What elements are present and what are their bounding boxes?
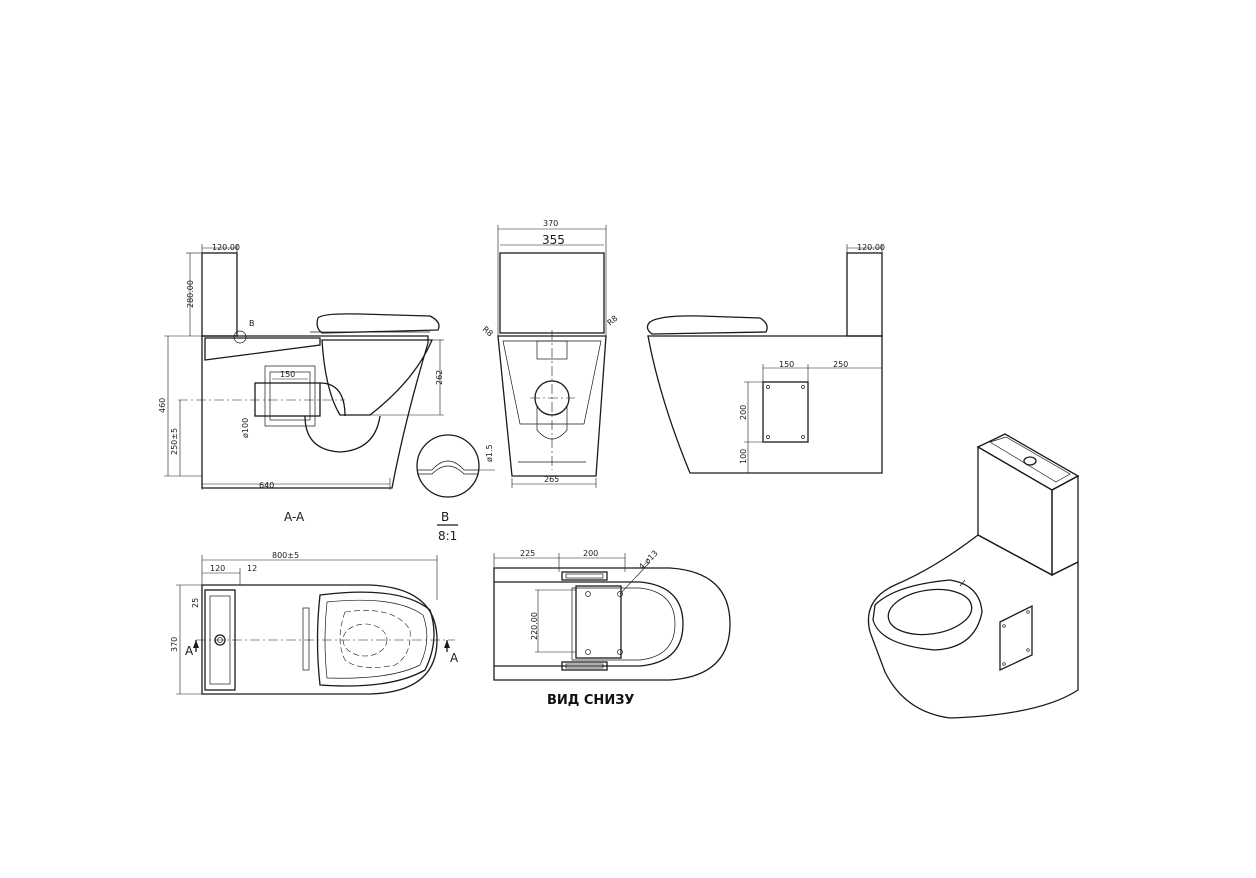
section-aa-label: A-A: [284, 510, 305, 524]
dim-rear-tank-width: 120.00: [857, 243, 885, 252]
dim-front-radius-right: R8: [606, 314, 620, 328]
side-tank: [201, 252, 238, 337]
dim-front-base-width: 265: [544, 475, 559, 484]
side-section-view: 120.00 280.00 B 150 ø100 262 460 250±5: [158, 243, 444, 524]
dim-rear-plate-offset: 150: [779, 360, 794, 369]
detail-b-scale: 8:1: [438, 529, 457, 543]
side-bowl-section: [321, 339, 433, 416]
dim-side-pipe-dia: ø100: [241, 418, 250, 438]
detail-b-callout-label: B: [249, 319, 255, 328]
side-seat: [316, 313, 440, 334]
dim-side-height: 460: [158, 398, 167, 413]
iso-tank-side: [1051, 474, 1079, 577]
detail-b-callout-circle: [233, 330, 247, 344]
rear-seat: [646, 315, 768, 335]
bottom-bracket-top: [561, 571, 608, 581]
side-bracket-outer: [264, 365, 316, 427]
iso-tank-top: [976, 433, 1080, 491]
top-bowl-hidden: [339, 610, 411, 668]
dim-top-tank-gap: 12: [247, 564, 257, 573]
side-outlet-pipe: [254, 382, 321, 417]
detail-b-view: ø1.5 B 8:1: [416, 434, 495, 543]
top-seat-outline: [316, 591, 435, 687]
rear-tank: [846, 252, 883, 337]
dim-side-tank-height: 280.00: [186, 280, 195, 308]
dim-side-bowl-depth: 262: [435, 370, 444, 385]
dim-top-small: 25: [191, 598, 200, 608]
side-body: [201, 335, 429, 489]
bottom-view: 225 200 4-ø13 220.00 ВИД СНИЗУ: [493, 549, 731, 708]
dim-detail-thickness: ø1.5: [485, 444, 494, 462]
dim-front-outer-width: 370: [543, 219, 558, 228]
rear-body: [647, 335, 883, 474]
dim-bottom-hole-span: 220.00: [530, 612, 539, 640]
dim-bottom-offset: 225: [520, 549, 535, 558]
dim-bottom-spacing: 200: [583, 549, 598, 558]
dim-rear-plate-bottom: 100: [739, 449, 748, 464]
side-trap: [304, 415, 381, 453]
iso-body-side: [869, 560, 1079, 719]
front-view: 370 355 R8 R8 265: [481, 219, 620, 488]
iso-bowl-opening: [887, 588, 973, 636]
section-arrow-right-label: A: [450, 651, 459, 665]
front-body: [497, 335, 607, 477]
dim-rear-plate-height: 200: [739, 405, 748, 420]
iso-tank-front: [977, 445, 1053, 577]
front-tank: [499, 252, 605, 334]
detail-b-circle: [416, 434, 480, 498]
bottom-bracket-bottom: [561, 661, 608, 671]
dim-front-inner-width: 355: [542, 233, 565, 247]
dim-side-tank-width: 120.00: [212, 243, 240, 252]
bottom-view-label: ВИД СНИЗУ: [547, 693, 634, 708]
bottom-mounting-plate: [575, 585, 622, 659]
dim-side-length: 640: [259, 481, 274, 490]
rear-view: 120.00 150 250 200 100: [646, 243, 885, 474]
section-arrow-left-label: A: [185, 644, 194, 658]
iso-seat: [872, 579, 983, 651]
dim-front-radius-left: R8: [481, 325, 495, 339]
dim-top-length: 800±5: [272, 551, 299, 560]
bottom-body: [493, 567, 731, 681]
detail-b-title: B: [441, 510, 449, 524]
dim-top-width: 370: [170, 637, 179, 652]
rear-access-plate: [762, 381, 809, 443]
iso-access-plate: [999, 604, 1033, 672]
iso-flush-button: [1023, 456, 1037, 466]
isometric-view: [867, 433, 1080, 719]
top-view: 800±5 120 12 370 25 A A: [170, 551, 459, 695]
bottom-base-outline: [571, 587, 676, 661]
side-tank-base: [204, 337, 321, 361]
dim-rear-plate-edge: 250: [833, 360, 848, 369]
dim-side-bracket: 150: [280, 370, 295, 379]
dim-top-tank-depth: 120: [210, 564, 225, 573]
dim-side-outlet-height: 250±5: [170, 428, 179, 455]
